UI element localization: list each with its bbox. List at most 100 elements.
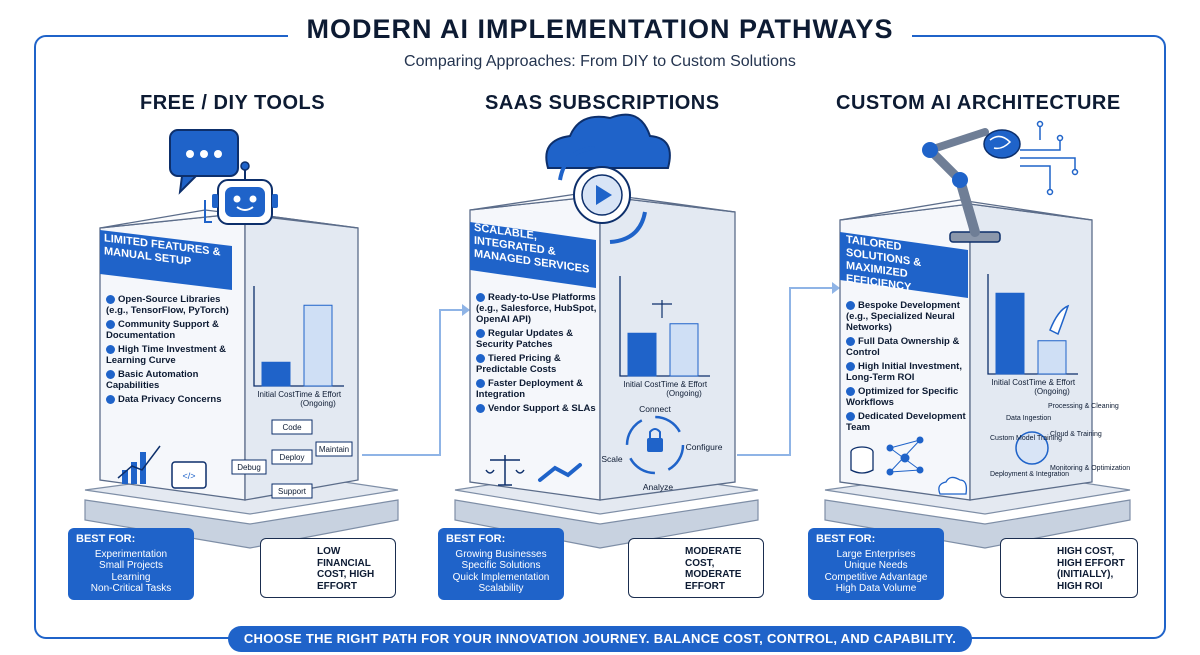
feature-item: Full Data Ownership & Control <box>846 336 960 358</box>
cycle-connect: Connect <box>639 404 671 414</box>
workflow-deploy: Deploy <box>280 453 305 462</box>
best-for-item: Experimentation <box>94 548 168 560</box>
bar-time-effort <box>303 304 333 387</box>
cloud-sync-icon <box>545 113 671 244</box>
page-subtitle: Comparing Approaches: From DIY to Custom… <box>404 53 796 70</box>
feature-item: Data Privacy Concerns <box>106 394 230 405</box>
check-icon <box>846 386 855 396</box>
handshake-icon <box>538 463 582 482</box>
best-for-diy: BEST FOR: Experimentation Small Projects… <box>68 528 194 600</box>
check-icon <box>476 353 485 363</box>
pipeline-monitoring: Monitoring & Optimization <box>1050 465 1130 472</box>
feature-item: Optimized for Specific Workflows <box>846 386 959 408</box>
rocket-icon <box>1049 304 1070 336</box>
scale-balance-icon <box>485 455 525 486</box>
best-for-item: Unique Needs <box>844 560 908 571</box>
features-custom: Bespoke Development (e.g., Specialized N… <box>846 300 968 433</box>
bar-label: (Ongoing) <box>300 399 336 408</box>
check-icon <box>476 328 485 338</box>
cloud-icon <box>938 476 968 495</box>
check-icon <box>106 394 115 404</box>
pipeline-cloud: Cloud & Training <box>1050 431 1102 438</box>
best-for-label: BEST FOR: <box>446 533 506 545</box>
check-icon <box>106 369 115 379</box>
bar-time-effort <box>669 323 699 377</box>
feature-item: Dedicated Development Team <box>846 411 966 433</box>
bar-initial-cost <box>627 332 657 377</box>
best-for-item: Quick Implementation <box>452 571 550 583</box>
chat-bubble-icon <box>169 129 239 195</box>
feature-item: High Initial Investment, Long-Term ROI <box>846 361 962 383</box>
cost-summary-custom: HIGH COST, HIGH EFFORT (INITIALLY), HIGH… <box>1000 538 1138 598</box>
best-for-label: BEST FOR: <box>76 533 136 545</box>
pipeline-ingestion: Data Ingestion <box>1006 415 1051 422</box>
cycle-configure: Configure <box>686 442 723 452</box>
svg-text:</>: </> <box>182 471 195 481</box>
feature-item: Regular Updates & Security Patches <box>476 328 573 350</box>
title-wrap: MODERN AI IMPLEMENTATION PATHWAYS <box>0 14 1200 45</box>
feature-item: Open-Source Libraries (e.g., TensorFlow,… <box>106 294 229 316</box>
feature-item: Tiered Pricing & Predictable Costs <box>476 353 561 375</box>
pillar-saas <box>454 191 759 549</box>
best-for-saas: BEST FOR: Growing Businesses Specific So… <box>438 528 564 600</box>
best-for-item: Learning <box>111 571 151 583</box>
check-icon <box>106 319 115 329</box>
check-icon <box>846 361 855 371</box>
check-icon <box>846 411 855 421</box>
check-icon <box>476 403 485 413</box>
pipeline-processing: Processing & Cleaning <box>1048 403 1119 410</box>
best-for-custom: BEST FOR: Large Enterprises Unique Needs… <box>808 528 944 600</box>
feature-item: High Time Investment & Learning Curve <box>106 344 227 366</box>
check-icon <box>476 378 485 388</box>
workflow-code: Code <box>282 423 302 432</box>
diy-workflow: Code Deploy Maintain Debug Support <box>231 419 353 499</box>
code-monitor-icon: </> <box>171 461 207 489</box>
cost-summary-diy: LOW FINANCIAL COST, HIGH EFFORT <box>260 538 396 598</box>
bar-label: (Ongoing) <box>666 389 702 398</box>
column-heading-saas: SAAS SUBSCRIPTIONS <box>485 92 720 114</box>
circuit-lines-icon <box>1020 120 1079 196</box>
best-for-item: Small Projects <box>99 560 163 571</box>
best-for-label: BEST FOR: <box>816 533 876 545</box>
check-icon <box>846 300 855 310</box>
column-heading-custom: CUSTOM AI ARCHITECTURE <box>836 92 1121 114</box>
check-icon <box>476 292 485 302</box>
best-for-item: Specific Solutions <box>461 560 541 571</box>
bar-label: Initial Cost <box>623 380 661 389</box>
column-heading-diy: FREE / DIY TOOLS <box>140 92 326 114</box>
bar-label: Initial Cost <box>991 378 1029 387</box>
feature-item: Faster Deployment & Integration <box>476 378 584 400</box>
bar-label: Initial Cost <box>257 390 295 399</box>
database-icon <box>850 446 874 474</box>
features-diy: Open-Source Libraries (e.g., TensorFlow,… <box>106 294 230 405</box>
feature-item: Basic Automation Capabilities <box>106 369 199 391</box>
bar-label: Time & Effort <box>295 390 342 399</box>
workflow-debug: Debug <box>237 463 261 472</box>
bar-initial-cost <box>261 361 291 387</box>
page-title: MODERN AI IMPLEMENTATION PATHWAYS <box>288 14 912 45</box>
brain-icon <box>983 129 1021 159</box>
cycle-analyze: Analyze <box>643 482 674 492</box>
line-chart-icon <box>117 445 161 484</box>
bar-label: (Ongoing) <box>1034 387 1070 396</box>
connector-arrows <box>362 287 832 456</box>
feature-item: Vendor Support & SLAs <box>476 403 600 414</box>
robot-icon <box>204 161 278 225</box>
small-scale-icon <box>652 300 672 318</box>
pillar-diy <box>84 209 399 549</box>
check-icon <box>106 344 115 354</box>
pipeline-deployment: Deployment & Integration <box>990 471 1069 478</box>
best-for-item: Competitive Advantage <box>824 571 928 583</box>
custom-pipeline: Data Ingestion Custom Model Training Pro… <box>990 403 1130 478</box>
features-saas: Ready-to-Use Platforms (e.g., Salesforce… <box>476 292 600 414</box>
check-icon <box>106 294 115 304</box>
neural-network-icon <box>886 436 924 476</box>
best-for-item: High Data Volume <box>835 583 917 594</box>
footer-banner: CHOOSE THE RIGHT PATH FOR YOUR INNOVATIO… <box>228 626 972 652</box>
bar-initial-cost <box>995 292 1025 375</box>
feature-item: Bespoke Development (e.g., Specialized N… <box>846 300 960 333</box>
